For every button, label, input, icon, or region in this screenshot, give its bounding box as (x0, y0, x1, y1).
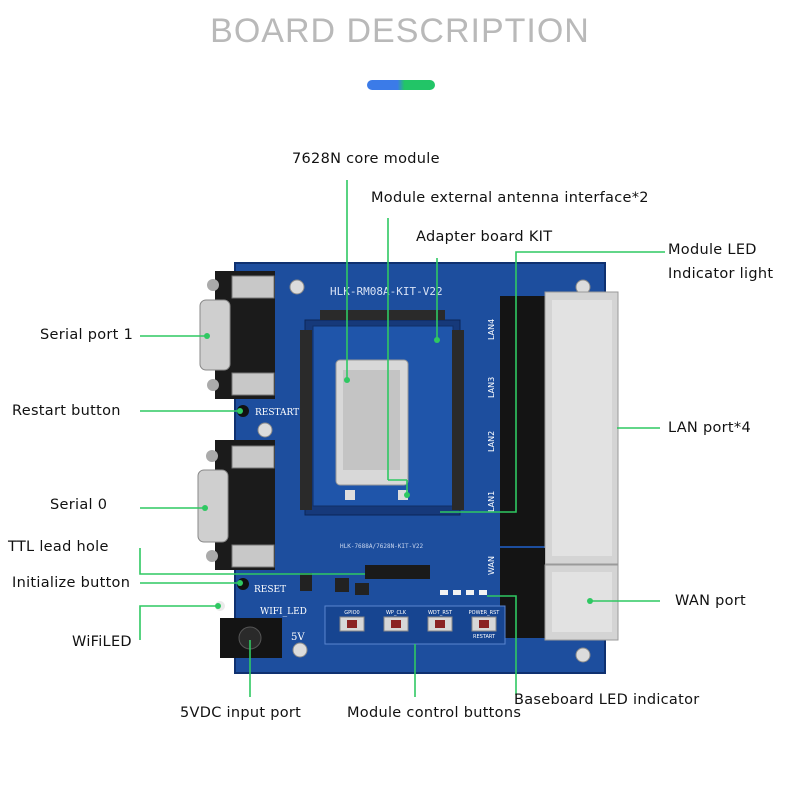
label-wifiled: WiFiLED (72, 634, 132, 650)
label-indicator-light: Indicator light (668, 266, 774, 282)
control-buttons: GPIO0 WP_CLK WDT_RST POWER_RST RESTART (339, 610, 501, 640)
board-model-text: HLK-RM08A-KIT-V22 (330, 285, 443, 298)
label-restart: Restart button (12, 403, 121, 419)
wifi-led-text: WIFI_LED (260, 607, 307, 617)
baseboard-leds (440, 590, 487, 595)
serial-port-0 (197, 440, 275, 570)
power-text: 5V (291, 632, 305, 643)
lan-port-text-1: LAN3 (487, 377, 496, 398)
lan-port-text-3: LAN1 (487, 491, 496, 512)
serial-port-1 (199, 271, 275, 399)
control-button-label-2: WDT_RST (428, 610, 453, 616)
label-wan: WAN port (675, 593, 747, 609)
reset-text: RESET (254, 585, 286, 595)
label-control-buttons: Module control buttons (347, 705, 522, 721)
label-ttl: TTL lead hole (8, 539, 109, 555)
module-bottom-text: HLK-7688A/7628N-KIT-V22 (340, 543, 423, 550)
mount-hole (292, 642, 308, 658)
label-power: 5VDC input port (180, 705, 302, 721)
mount-hole (575, 647, 591, 663)
control-button-sublabel-3: RESTART (473, 634, 496, 640)
label-antenna: Module external antenna interface*2 (371, 190, 649, 206)
ethernet-block (500, 291, 619, 641)
restart-text: RESTART (255, 408, 299, 418)
control-button-cap-0 (347, 620, 357, 628)
core-module-area: HLK-7688A/7628N-KIT-V22 (300, 310, 464, 550)
control-button-label-0: GPIO0 (344, 610, 359, 616)
power-jack (220, 618, 282, 658)
control-button-cap-1 (391, 620, 401, 628)
title-underline (367, 80, 435, 90)
label-lan: LAN port*4 (668, 420, 751, 436)
ttl-header (365, 565, 430, 579)
mount-hole (257, 422, 273, 438)
label-core-module: 7628N core module (292, 151, 440, 167)
control-button-label-3: POWER_RST (469, 610, 501, 616)
label-serial-1: Serial port 1 (40, 327, 134, 343)
lan-port-text-2: LAN2 (487, 431, 496, 452)
control-button-cap-2 (435, 620, 445, 628)
label-baseboard-led: Baseboard LED indicator (514, 692, 700, 708)
page-title: BOARD DESCRIPTION (210, 12, 590, 50)
callout-lines (139, 180, 665, 697)
control-button-label-1: WP_CLK (386, 610, 407, 616)
lan-port-text-0: LAN4 (487, 319, 496, 340)
label-serial-0: Serial 0 (50, 497, 108, 513)
mount-hole (289, 279, 305, 295)
lan-port-text-4: WAN (487, 556, 496, 575)
control-button-cap-3 (479, 620, 489, 628)
label-module-led: Module LED (668, 242, 757, 258)
label-adapter: Adapter board KIT (416, 229, 553, 245)
label-init: Initialize button (12, 575, 131, 591)
